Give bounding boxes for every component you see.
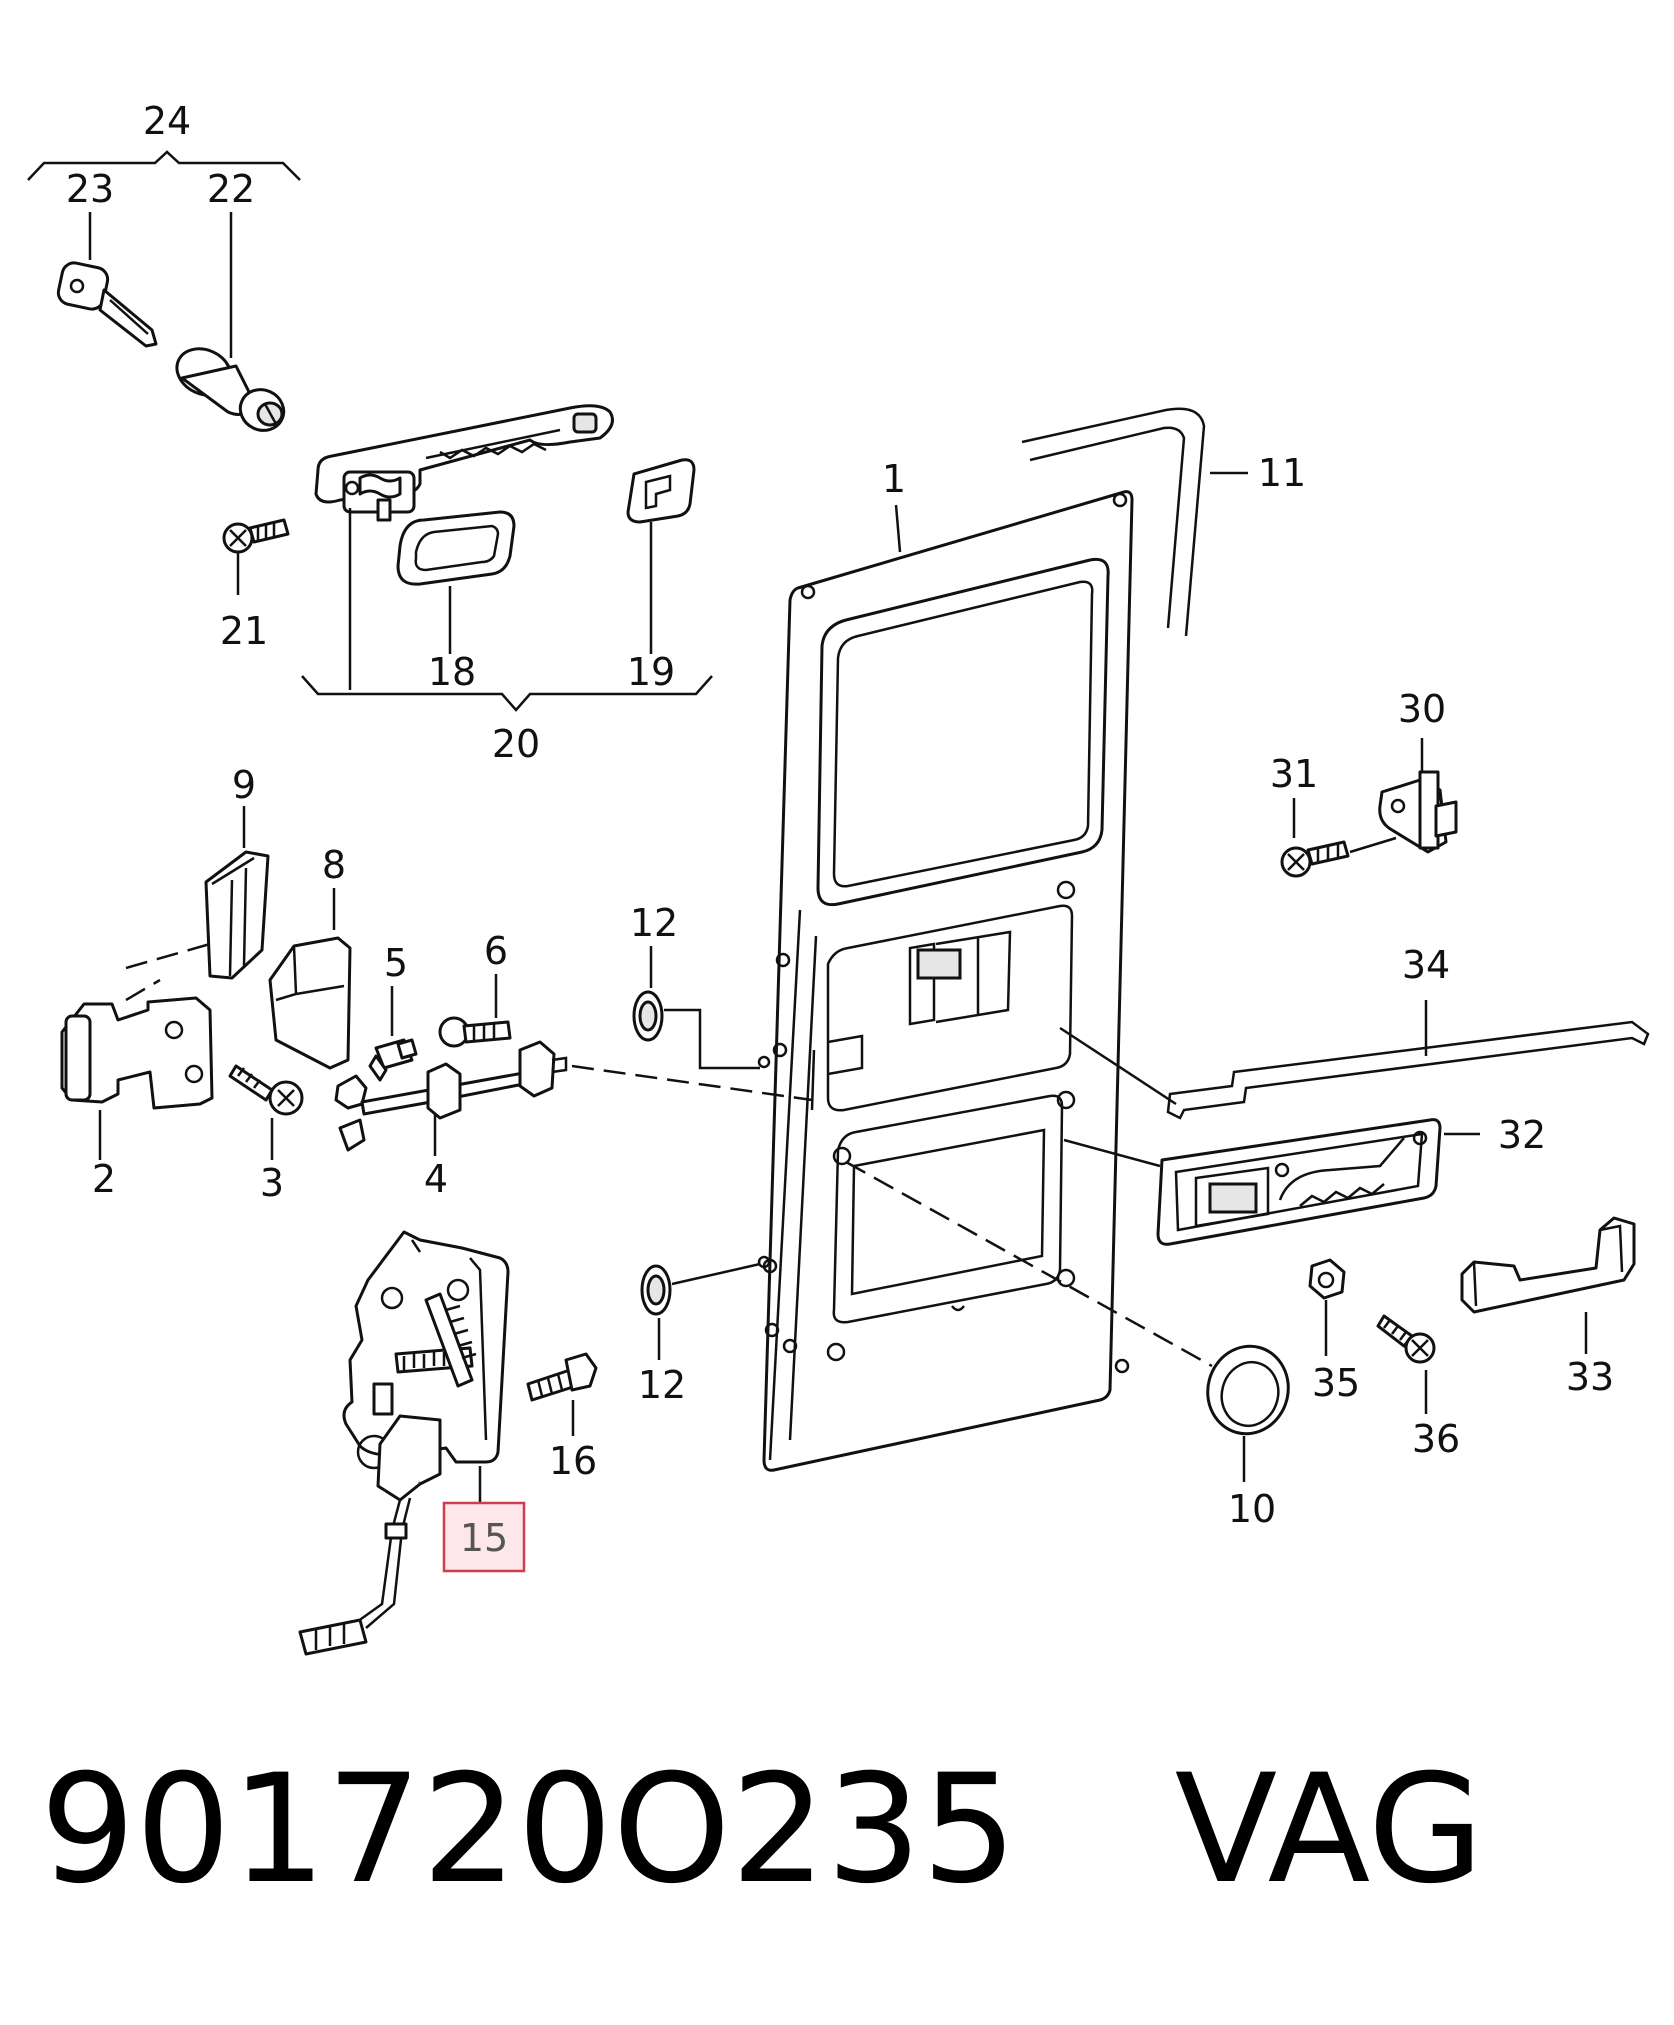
- callout-35: 35: [1312, 1361, 1360, 1405]
- rear-door-panel-part: [757, 490, 1134, 1472]
- callout-31: 31: [1270, 752, 1318, 796]
- striker-bracket-part: [1280, 738, 1458, 878]
- callout-4: 4: [424, 1157, 448, 1201]
- grommet-upper-part: [632, 946, 760, 1070]
- check-bolt-part: [368, 986, 418, 1082]
- highlight-box: [442, 1501, 526, 1573]
- callout-36: 36: [1412, 1417, 1460, 1461]
- brand-name: VAG: [1174, 1743, 1484, 1917]
- callout-9: 9: [232, 763, 256, 807]
- round-plug-part: [845, 1160, 1290, 1482]
- callout-1: 1: [882, 457, 906, 501]
- callout-5: 5: [384, 941, 408, 985]
- callout-2: 2: [92, 1157, 116, 1201]
- callout-30: 30: [1398, 687, 1446, 731]
- door-check-part: [334, 1040, 813, 1156]
- callout-6: 6: [484, 929, 508, 973]
- door-seal-part: [1021, 407, 1248, 637]
- grommet-lower-part: [640, 1262, 761, 1360]
- callout-18: 18: [428, 650, 476, 694]
- screw-part: [222, 518, 290, 554]
- inner-handle-part: [1063, 1118, 1480, 1246]
- callout-12-upper: 12: [630, 901, 678, 945]
- hinge-bracket-part: [268, 888, 352, 1070]
- callout-20: 20: [492, 722, 540, 766]
- key-part: [56, 261, 158, 348]
- callout-24: 24: [143, 99, 191, 143]
- callout-21: 21: [220, 609, 268, 653]
- callout-12-lower: 12: [638, 1363, 686, 1407]
- callout-19: 19: [627, 650, 675, 694]
- callout-22: 22: [207, 167, 255, 211]
- part-number: 901720O235: [40, 1743, 1017, 1917]
- outer-handle-group: [222, 404, 713, 712]
- callout-3: 3: [260, 1161, 284, 1205]
- operating-rod-part: [1059, 1000, 1650, 1120]
- hinge-part: [60, 942, 214, 1160]
- callout-10: 10: [1228, 1487, 1276, 1531]
- screw-part: [1376, 1314, 1436, 1414]
- callout-16: 16: [549, 1439, 597, 1483]
- key-and-cylinder-group: [27, 150, 301, 432]
- callout-34: 34: [1402, 943, 1450, 987]
- callout-11: 11: [1258, 451, 1306, 495]
- check-screw-part: [438, 974, 512, 1048]
- callout-33: 33: [1566, 1355, 1614, 1399]
- lock-bolt-part: [526, 1352, 598, 1436]
- part-number-caption: 901720O235 VAG: [40, 1755, 1640, 1905]
- door-lock-part: [298, 1230, 510, 1656]
- pull-handle-part: [1460, 1216, 1636, 1354]
- nut-part: [1308, 1258, 1346, 1356]
- callout-15-highlighted: 15: [460, 1516, 508, 1560]
- callout-8: 8: [322, 843, 346, 887]
- hinge-cover-part: [204, 806, 270, 980]
- callout-labels: 24 23 22 21 18 19 20 1 11 30 31 34 32 33…: [66, 99, 1614, 1560]
- hinge-screw-part: [228, 1064, 304, 1160]
- callout-23: 23: [66, 167, 114, 211]
- lock-cylinder-part: [175, 347, 286, 432]
- callout-32: 32: [1498, 1113, 1546, 1157]
